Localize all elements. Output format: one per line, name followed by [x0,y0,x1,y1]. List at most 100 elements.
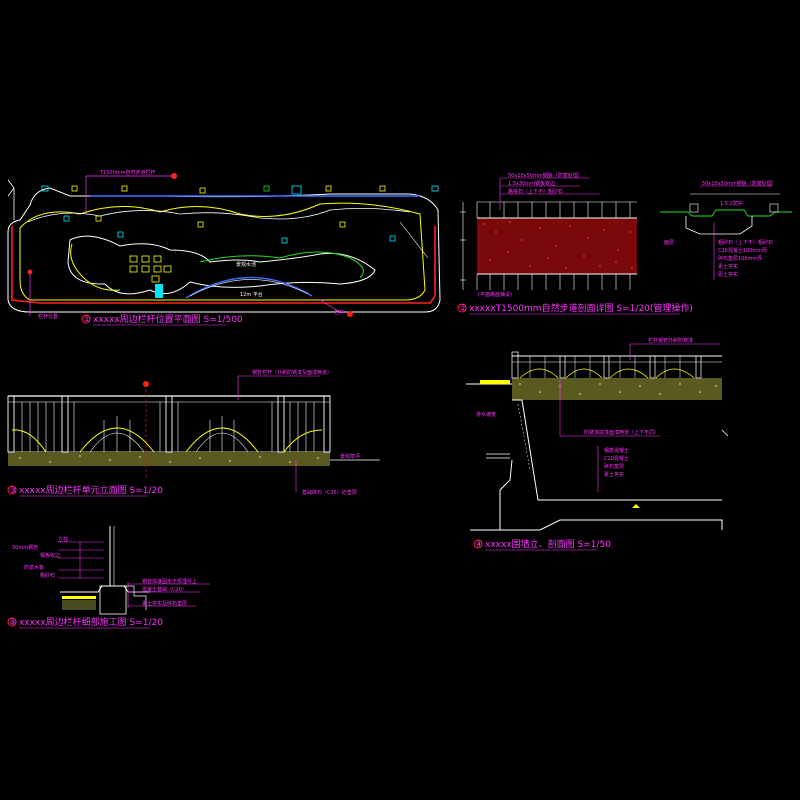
wall-stack-3: 碎石垫层 [604,463,624,470]
wall-arches [519,368,695,379]
detail-leaders-left [58,541,104,579]
cyan-marker [155,284,163,298]
wall-stack-4: 素土夯实 [604,471,624,478]
path-rail-posts [476,201,637,290]
path-label-1: 50x10x50mm钢板（防腐处理） [508,172,583,179]
top-note-marker [171,173,177,179]
wavy-path-yellow [19,202,426,301]
water-arc-inner [189,279,309,297]
title-5-marker [7,617,17,627]
detail-fill [62,600,96,610]
title-4-number: ④ [475,540,483,550]
detail-block-2 [769,203,779,213]
detail-stack-4: 素土夯实 [718,263,738,270]
rail-arches-inner [89,416,249,453]
wall-level-marker [632,504,640,508]
wall-ledge-yellow [480,380,510,384]
central-island [67,235,376,295]
detail-yellow-band [62,596,96,599]
gravel-texture [483,221,633,269]
path-gravel-bed [477,218,637,274]
detail-ground [660,209,792,217]
right-note-leader [319,299,341,313]
path-detail: 50x10x50mm钢板（防腐处理） 1.5:2防护 面层 粗砂石（上下不）粗砂… [660,180,792,280]
right-divider [399,221,429,259]
title-1-number: ① [83,315,91,325]
wall-dashed-slope [517,403,531,471]
detail-footing [99,585,127,615]
railing-elevation-view: 钢管栏杆（外刷防锈漆及面漆两道） 基础砖石（C15）砼垫层 景观草坪 ③ xxx… [7,369,380,497]
right-note-marker [347,311,353,317]
island-yellow-edge [70,243,121,291]
detail-right-1: 钢管焊接固定于预埋件上 [142,578,197,585]
title-1-marker [81,314,91,324]
wall-section-title: xxxxx围墙立、剖面图 S=1/50 [485,538,611,550]
detail-left-3: 钢板收边 [40,552,60,559]
wall-stack-1: 钢筋混凝土 [604,447,629,454]
rail-base-gravel [8,452,330,466]
wall-footing [470,459,513,531]
detail-stack-1: 粗砂石（上下不）粗砂石 [718,239,773,246]
title-5-number: ⑤ [9,618,17,628]
detail-stepped [126,585,147,610]
wall-section-view: 栏杆钢管外刷防锈漆 防锈漆底漆面漆两道（上下不同） 排水坡度 钢筋混凝土 C20… [466,337,729,551]
right-note-label: 栏杆 [334,309,344,316]
title-3-marker [7,485,17,495]
wall-label-top: 栏杆钢管外刷防锈漆 [648,337,693,344]
site-plan-title: xxxxx周边栏杆位置平面图 S=1/500 [93,313,243,325]
wall-base [500,519,723,531]
title-2-number: ② [459,304,467,314]
wall-stack-2: C20混凝土 [604,455,629,462]
path-label-2: 1.5x30mm钢板收边 [508,180,555,187]
island-green-edge [199,251,364,279]
left-note-marker [27,269,33,275]
title-2-marker [457,303,467,313]
wall-body [512,399,722,501]
left-note-label: 栏杆位置 [38,313,58,320]
wall-rail-lines [512,356,722,378]
path-section-view: 50x10x50mm钢板（防腐处理） 1.5x30mm钢板收边 路缘石（上下不）… [457,172,792,315]
top-note-label: T1500mm自然步道栏杆 [99,169,156,176]
detail-stack-3: 碎石垫层100mm厚 [718,255,762,262]
rail-arches [11,427,323,453]
elev-label-bottom: 基础砖石（C15）砼垫层 [302,489,357,496]
wall-ground-right [721,429,729,437]
detail-left-4: 防腐木板 [24,564,44,571]
detail-label-mid: 1.5:2防护 [720,200,743,207]
detail-layer [685,216,753,235]
elev-axis-marker [143,381,149,387]
site-outline [7,187,441,313]
title-4-marker [473,539,483,549]
detail-block-1 [689,203,699,213]
construction-detail-title: xxxxx周边栏杆细部施工图 S=1/20 [19,616,163,628]
site-boundary [11,226,436,304]
wall-label-left: 排水坡度 [476,411,496,418]
construction-detail-view: 立柱 50mm钢管 钢板收边 防腐木板 粗砂石 钢管焊接固定于预埋件上 混凝土基… [7,526,210,629]
left-entry [7,179,15,220]
water-label: 景观水池 [236,261,256,268]
rail-posts [7,395,331,453]
detail-right-3: 素土夯实及碎石垫层 [142,600,187,607]
rail-base-dots [19,455,319,463]
detail-left-2: 50mm钢管 [12,544,38,551]
bridge-label: 12m 平台 [240,291,263,298]
railing-elevation-title: xxxxx周边栏杆单元立面图 S=1/20 [19,484,163,496]
wall-gravel [512,378,722,400]
detail-stack-5: 原土夯实 [718,271,738,278]
detail-leaders-right [127,582,210,608]
detail-right-2: 混凝土基础（C20） [142,586,187,593]
elev-label-top: 钢管栏杆（外刷防锈漆及面漆两道） [252,369,332,376]
water-arc [185,276,313,299]
detail-label-top: 50x10x50mm钢板（防腐处理） [702,180,777,187]
elev-label-right: 景观草坪 [340,453,360,460]
detail-stack-2: C20混凝土100mm厚 [718,247,767,254]
inner-wavy-border [27,208,411,223]
wall-label-mid: 防锈漆底漆面漆两道（上下不同） [584,429,659,436]
detail-ground [60,585,150,593]
site-plan-view: T1500mm自然步道栏杆 景观水池 12m 平台 栏杆位置 栏杆 ① xxxx… [7,169,441,326]
rail-balusters [21,402,315,452]
path-bottom-label: (平面路面铺设) [478,291,512,298]
path-section-title: xxxxxT1500mm自然步道剖面详图 S=1/20(管理操作) [469,302,693,314]
building-blocks [129,255,172,283]
